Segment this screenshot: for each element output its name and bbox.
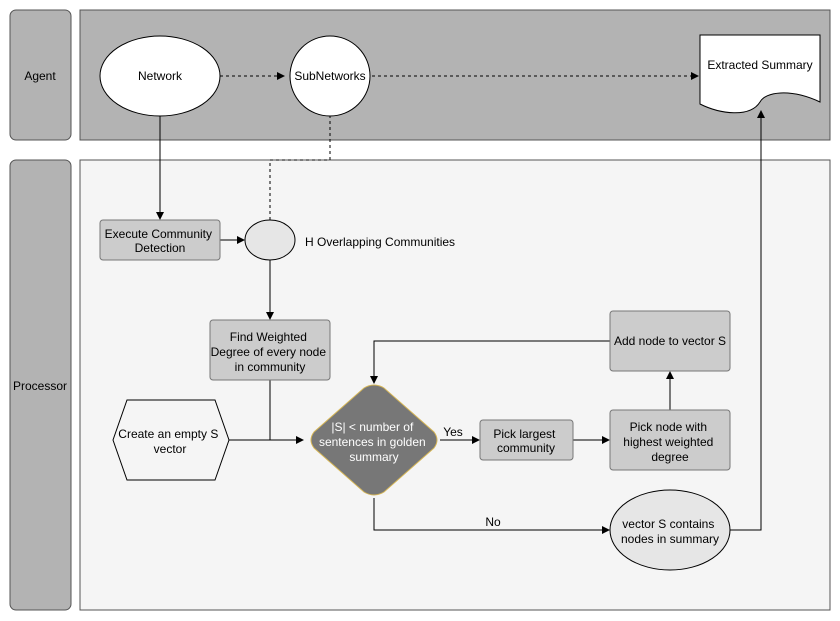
yes-label: Yes xyxy=(443,425,463,439)
vector-s-contains-node: vector S contains nodes in summary xyxy=(609,489,731,571)
create-empty-s-node: Create an empty S vector xyxy=(112,399,230,481)
condition-diamond: |S| < number of sentences in golden summ… xyxy=(310,384,438,496)
extracted-summary-node: Extracted Summary xyxy=(699,34,821,114)
h-overlapping-communities-label: H Overlapping Communities xyxy=(305,235,455,249)
network-label: Network xyxy=(138,69,183,83)
find-weighted-degree-node: Find Weighted Degree of every node in co… xyxy=(209,319,331,381)
subnetworks-label: SubNetworks xyxy=(294,69,365,83)
add-node-node: Add node to vector S xyxy=(609,310,731,372)
edge-contains-summary xyxy=(730,110,765,531)
execute-community-detection-node: Execute Community Detection xyxy=(99,219,221,261)
h-overlapping-communities-node: H Overlapping Communities xyxy=(244,219,455,261)
edge-add-condition xyxy=(370,340,610,384)
condition-label: |S| < number of sentences in golden summ… xyxy=(319,420,429,464)
no-label: No xyxy=(485,515,501,529)
network-node: Network xyxy=(99,35,221,117)
pick-largest-community-node: Pick largest community xyxy=(479,419,574,461)
execute-community-detection-label: Execute Community Detection xyxy=(105,227,216,255)
pick-node-label: Pick node with highest weighted degree xyxy=(623,420,716,464)
extracted-summary-label: Extracted Summary xyxy=(707,58,812,72)
agent-lane-label: Agent xyxy=(24,69,56,83)
processor-lane-label: Processor xyxy=(13,379,67,393)
pick-node-node: Pick node with highest weighted degree xyxy=(609,409,731,471)
subnetworks-node: SubNetworks xyxy=(289,35,371,117)
edge-no xyxy=(373,498,610,534)
add-node-label: Add node to vector S xyxy=(614,334,726,348)
vector-s-contains-label: vector S contains nodes in summary xyxy=(621,517,719,546)
create-empty-s-label: Create an empty S vector xyxy=(118,427,221,456)
pick-largest-community-label: Pick largest community xyxy=(493,427,558,455)
find-weighted-degree-label: Find Weighted Degree of every node in co… xyxy=(211,330,330,374)
edge-h-subnetworks xyxy=(269,103,334,220)
edges xyxy=(156,72,765,534)
